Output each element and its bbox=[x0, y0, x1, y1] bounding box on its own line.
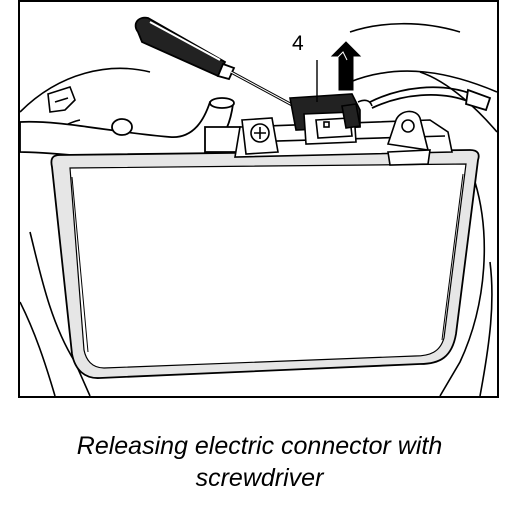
coolant-hose bbox=[20, 97, 241, 162]
illustration-frame: 4 bbox=[18, 0, 499, 398]
caption-line-2: screwdriver bbox=[195, 464, 324, 492]
technical-illustration bbox=[20, 16, 497, 396]
mounting-clip bbox=[47, 86, 76, 113]
electrical-connector bbox=[289, 93, 373, 145]
figure-caption: Releasing electric connector with screwd… bbox=[0, 430, 519, 494]
callout-number-label: 4 bbox=[292, 32, 304, 55]
fixing-screw bbox=[241, 117, 279, 155]
background-bodywork bbox=[20, 22, 497, 396]
control-unit bbox=[50, 149, 480, 379]
wiring-harness bbox=[369, 86, 492, 112]
mounting-lug bbox=[386, 110, 431, 166]
caption-line-1: Releasing electric connector with bbox=[76, 432, 443, 460]
pull-direction-arrow bbox=[330, 41, 362, 91]
